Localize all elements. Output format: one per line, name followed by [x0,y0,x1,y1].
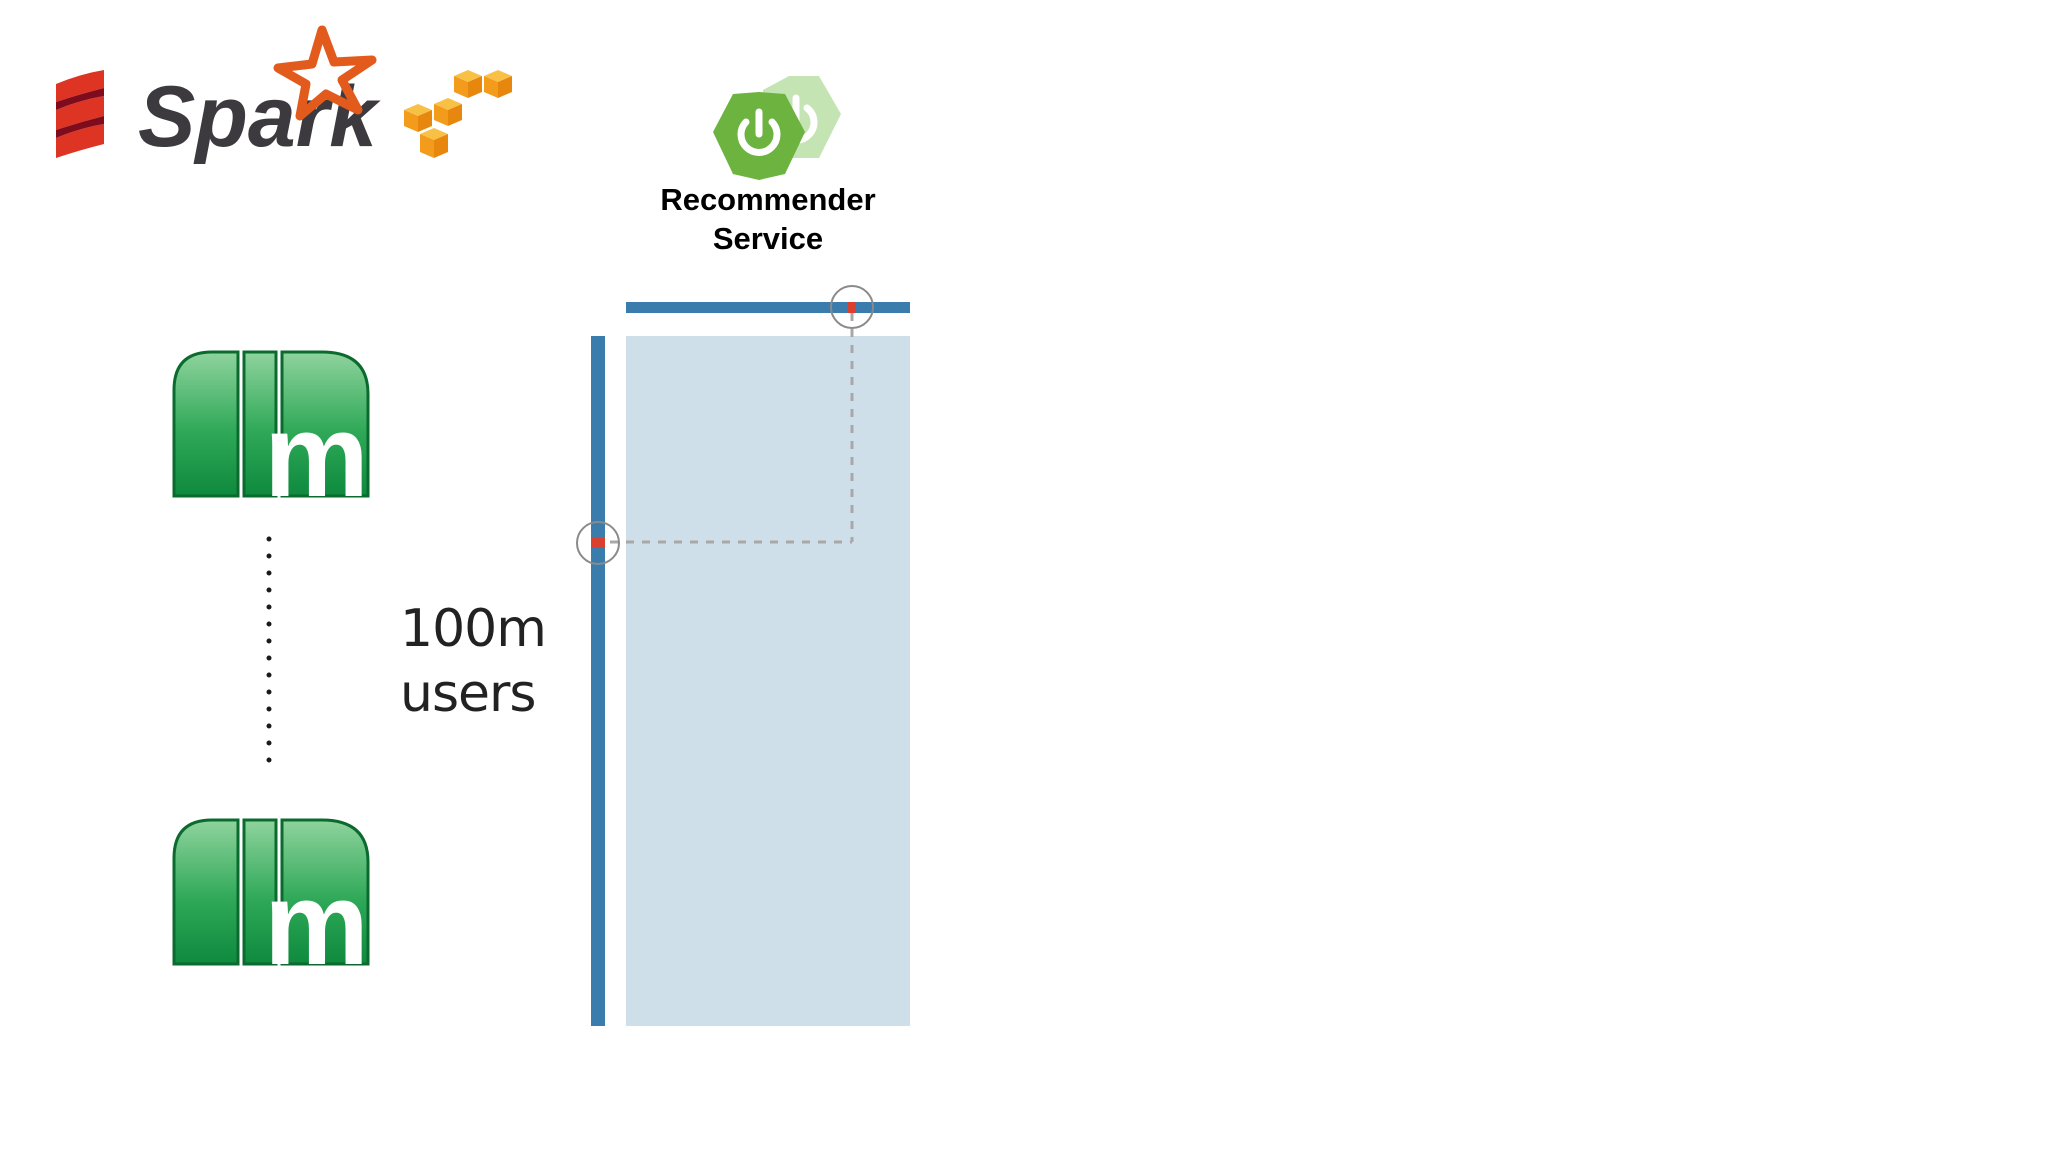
rating-matrix [626,336,910,1026]
users-count-label: 100m users [400,597,547,727]
spark-logo: Spark [136,24,392,164]
svg-text:m: m [264,390,369,498]
matrix-diagram [560,280,920,1040]
users-count: 100m [400,599,547,659]
recommender-service-label: Recommender Service [610,180,926,258]
users-unit: users [400,664,537,724]
selected-item-marker [830,285,874,329]
service-label-line1: Recommender [660,182,876,217]
svg-text:m: m [264,858,369,966]
mahout-m-icon: m [172,350,372,498]
users-axis-bar [591,336,605,1026]
selected-user-marker [576,521,620,565]
scala-logo [54,70,106,158]
aws-cubes-logo [400,70,520,166]
items-axis-bar [626,302,910,313]
spark-star-icon [273,25,377,121]
mahout-m-icon: m [172,818,372,966]
service-label-line2: Service [712,221,824,256]
aws-cube-icon [454,70,482,98]
users-ellipsis [262,536,276,780]
spring-power-icon [705,74,845,186]
